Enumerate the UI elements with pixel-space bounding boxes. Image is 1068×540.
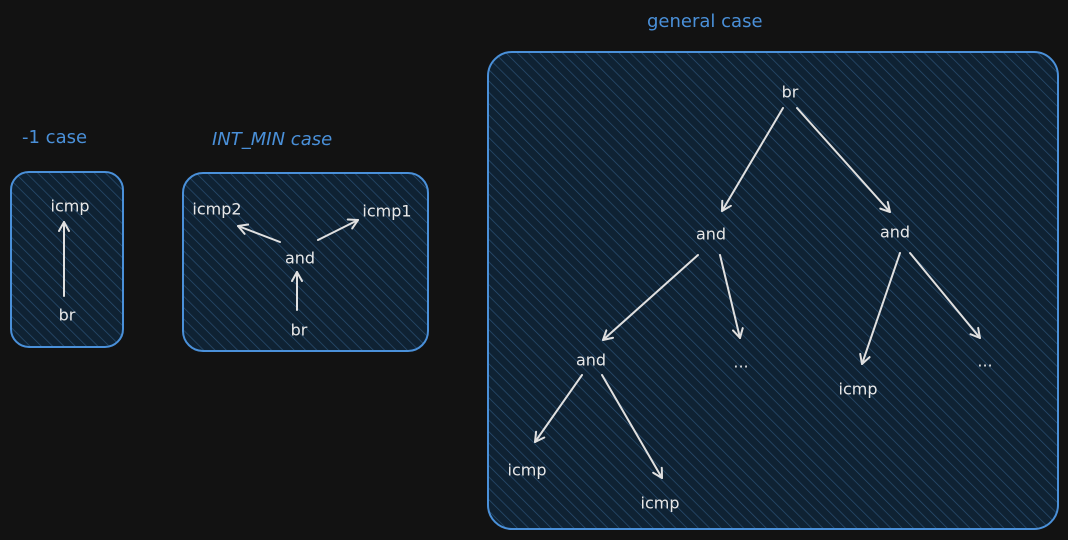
node-and-left: and <box>695 224 727 244</box>
node-icmp2: icmp2 <box>192 199 242 219</box>
panel-general-border <box>487 51 1059 530</box>
arrows-int-min <box>237 218 359 311</box>
arrow-br-to-and-left <box>721 107 784 212</box>
arrows-general <box>534 107 981 479</box>
node-icmp: icmp <box>50 196 90 216</box>
arrow-and-to-ellipsis-mid <box>719 254 744 339</box>
node-and-lower: and <box>575 350 607 370</box>
caption-minus-one: -1 case <box>22 127 88 148</box>
panel-int-min <box>182 172 429 352</box>
node-br: br <box>58 305 76 325</box>
arrow-and-to-ellipsis-right <box>909 252 981 339</box>
arrow-and-to-and-lower <box>602 254 699 341</box>
node-br: br <box>290 320 308 340</box>
caption-int-min: INT_MIN case <box>212 129 333 150</box>
node-br-root: br <box>781 82 799 102</box>
panel-minus-one-border <box>10 171 124 348</box>
panel-general <box>487 51 1059 530</box>
node-ellipsis-right: ... <box>977 351 993 371</box>
node-icmp-lower-right: icmp <box>640 493 680 513</box>
panel-int-min-border <box>182 172 429 352</box>
arrow-and-to-icmp2 <box>237 223 281 243</box>
node-and: and <box>284 248 316 268</box>
arrow-and-to-icmp-lower-right <box>601 374 663 479</box>
node-ellipsis-mid: ... <box>733 352 749 372</box>
node-and-right: and <box>879 222 911 242</box>
arrow-and-to-icmp-lower-left <box>534 374 583 443</box>
node-icmp-lower-left: icmp <box>507 460 547 480</box>
node-icmp1: icmp1 <box>362 201 412 221</box>
panel-minus-one <box>10 171 124 348</box>
node-icmp-right: icmp <box>838 379 878 399</box>
arrow-and-to-icmp-right <box>859 252 901 365</box>
caption-general: general case <box>647 11 763 32</box>
arrow-and-to-icmp1 <box>317 218 359 241</box>
arrow-br-to-and-right <box>796 107 891 213</box>
